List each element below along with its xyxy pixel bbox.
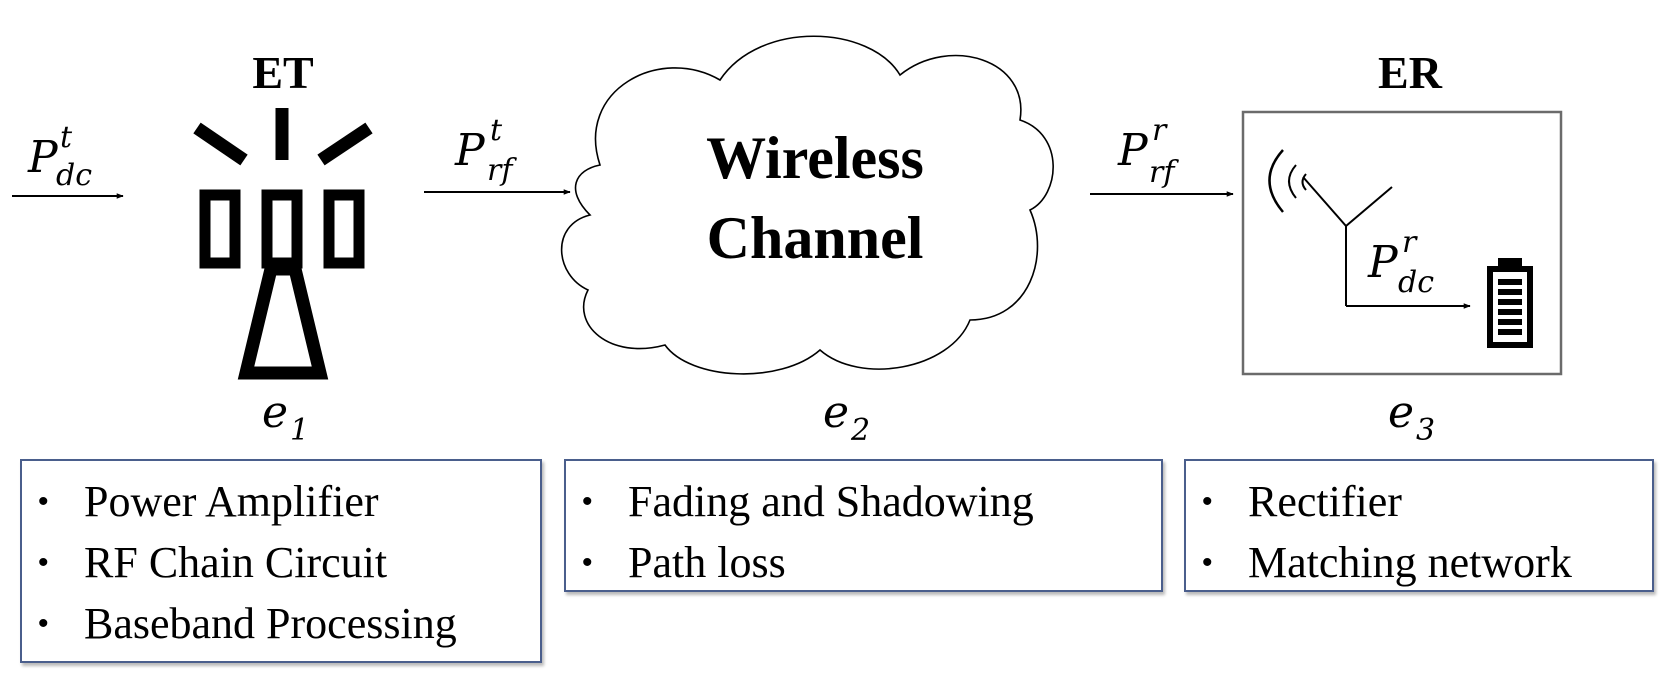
list-item: • RF Chain Circuit [38,532,540,593]
p-rf-t-base: P [454,125,486,176]
e2-base: e [823,387,849,438]
p-rf-t-sup: t [490,113,503,148]
tower-panel-right [323,189,365,269]
e1-sub: 1 [290,413,309,448]
battery-body [1487,266,1533,348]
tower-base [237,262,329,380]
p-dc-t-symbol: P t dc [27,120,92,193]
battery-terminal [1498,258,1522,268]
p-dc-t-sub: dc [56,158,92,193]
tower-signal-right [317,122,373,166]
p-dc-r-base: P [1367,237,1399,288]
p-rf-r-sup: r [1152,113,1168,148]
p-rf-t-sub: rf [487,153,517,188]
tower-panel-left [199,189,241,269]
transmitter-losses-box: • Power Amplifier • RF Chain Circuit • Base… [20,459,542,663]
list-item: • Path loss [582,532,1161,593]
e3-label: e 3 [1388,387,1435,448]
e3-base: e [1388,387,1414,438]
bullet: • [1202,485,1213,518]
battery-cell [1498,289,1522,295]
list-item-text: Matching network [1248,538,1572,587]
antenna-wave-inner [1301,173,1307,191]
battery-icon [1487,258,1533,348]
antenna-wave-outer [1268,149,1284,213]
bullet: • [582,485,593,518]
battery-cell [1498,279,1522,285]
tower-panel-center [261,189,303,269]
p-dc-t-sup: t [60,120,73,155]
cloud-icon [560,35,1054,375]
bullet: • [1202,546,1213,579]
list-item-text: Baseband Processing [84,599,457,648]
list-item: • Rectifier [1202,471,1652,532]
bullet: • [38,607,49,640]
p-dc-t-base: P [27,132,59,183]
e3-sub: 3 [1416,413,1435,448]
antenna-wave-middle [1288,164,1297,199]
p-rf-t-symbol: P t rf [454,113,517,188]
bullet: • [582,546,593,579]
e2-sub: 2 [850,413,870,448]
list-item-text: Power Amplifier [84,477,379,526]
e1-label: e 1 [262,387,309,448]
p-rf-r-base: P [1117,125,1149,176]
antenna-icon [1268,149,1471,309]
list-item: • Matching network [1202,532,1652,593]
battery-cell [1498,319,1522,325]
list-item-text: Path loss [628,538,786,587]
p-dc-r-sup: r [1402,225,1418,260]
tower-icon: ET [193,47,373,380]
e2-label: e 2 [823,387,870,448]
et-label: ET [252,47,313,98]
er-label: ER [1378,47,1443,98]
e1-base: e [262,387,288,438]
battery-cell [1498,299,1522,305]
antenna-arm-right [1345,186,1393,227]
cloud-label-line1: Wireless [706,125,924,191]
p-rf-r-symbol: P r rf [1117,113,1179,190]
list-item: • Fading and Shadowing [582,471,1161,532]
p-dc-r-symbol: P r dc [1367,225,1434,300]
antenna-arm-left [1302,176,1347,227]
list-item: • Power Amplifier [38,471,540,532]
list-item-text: Fading and Shadowing [628,477,1034,526]
p-rf-r-sub: rf [1149,155,1179,190]
bullet: • [38,546,49,579]
tower-signal-left [193,122,248,166]
cloud-label-line2: Channel [707,205,924,271]
receiver-losses-box: • Rectifier • Matching network [1184,459,1654,592]
list-item: • Baseband Processing [38,593,540,654]
list-item-text: Rectifier [1248,477,1402,526]
bullet: • [38,485,49,518]
battery-cell [1498,329,1522,335]
p-dc-r-sub: dc [1398,265,1434,300]
battery-cell [1498,309,1522,315]
list-item-text: RF Chain Circuit [84,538,388,587]
channel-losses-box: • Fading and Shadowing • Path loss [564,459,1163,592]
